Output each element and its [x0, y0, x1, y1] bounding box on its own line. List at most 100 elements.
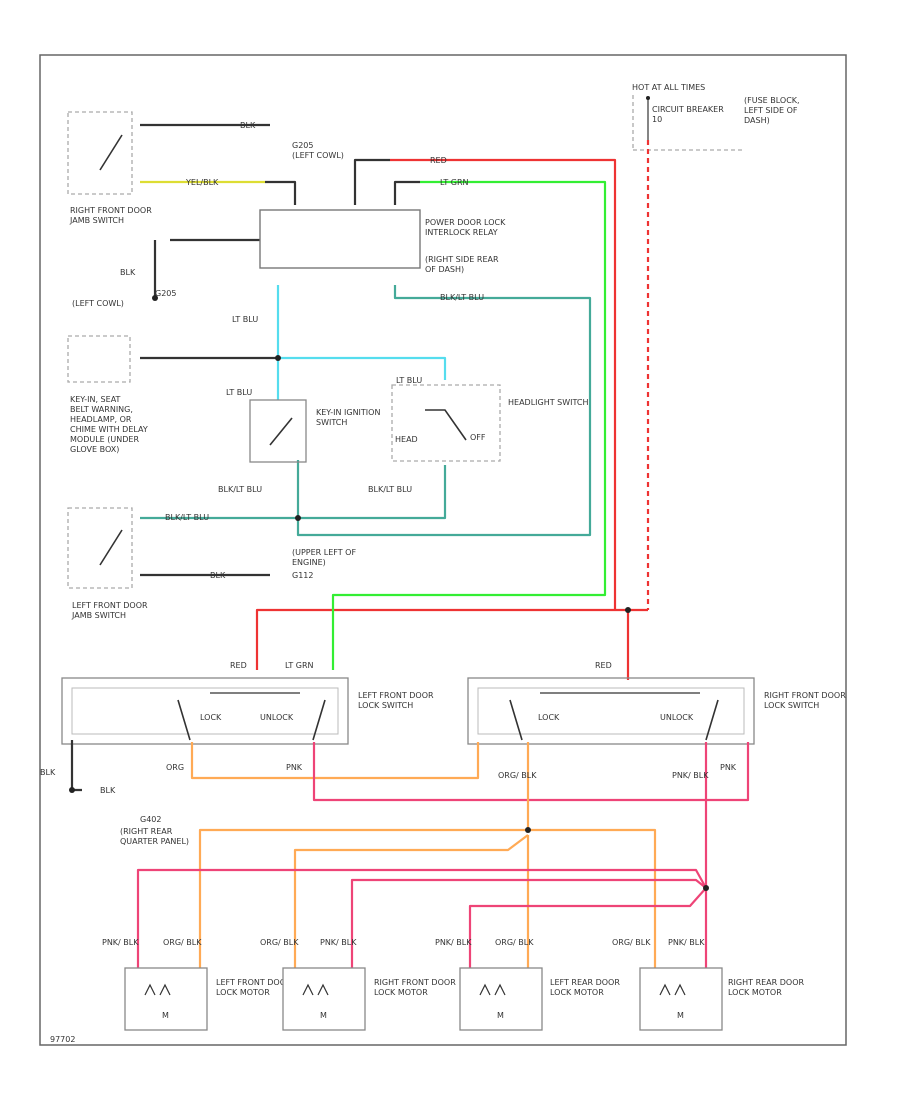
g205-label: G205: [155, 289, 176, 298]
lt-blu-label-2: LT BLU: [226, 388, 252, 397]
pnk-label-lf: PNK: [286, 763, 303, 772]
lr-motor-org-blk: ORG/ BLK: [495, 938, 534, 947]
rf-jamb-switch: [67, 111, 133, 195]
pnk-blk-to-lr-motor: [468, 887, 707, 970]
blk-lt-blu-label-top: BLK/LT BLU: [440, 293, 484, 302]
blk-lt-blu-label-3: BLK/LT BLU: [368, 485, 412, 494]
blk-label-lf-ground: BLK: [40, 768, 56, 777]
org-blk-to-rf-motor: [293, 834, 529, 970]
org-label-lf: ORG: [166, 763, 184, 772]
lf-jamb-switch: [67, 507, 133, 589]
red-label-lf: RED: [230, 661, 247, 670]
interlock-relay: [259, 209, 421, 269]
rf-motor-pnk-blk: PNK/ BLK: [320, 938, 357, 947]
blk-label-g205: BLK: [120, 268, 136, 277]
org-wire-switches: [190, 742, 480, 780]
lf-door-lock-switch: [61, 677, 349, 745]
g112-label: G112: [292, 571, 313, 580]
g205-loc-label: (LEFT COWL): [72, 299, 124, 308]
unlock-label-rf: UNLOCK: [660, 713, 694, 722]
lt-blu-label-3: LT BLU: [396, 376, 422, 385]
head-label: HEAD: [395, 435, 418, 444]
headlight-switch-label: HEADLIGHT SWITCH: [508, 398, 589, 407]
pnk-wire-switches: [312, 742, 750, 802]
unlock-label-lf: UNLOCK: [260, 713, 294, 722]
headlight-switch-blade: [425, 409, 467, 441]
headlight-switch: [391, 384, 501, 462]
blk-lt-blu-label-4: BLK/LT BLU: [165, 513, 209, 522]
lock-label-rf: LOCK: [538, 713, 560, 722]
blk-lt-blu-label-2: BLK/LT BLU: [218, 485, 262, 494]
lf-switch-blades: [177, 699, 326, 741]
pnk-blk-to-lf-motor: [136, 868, 707, 970]
lr-motor-m: M: [497, 1011, 504, 1020]
org-blk-bus-top: [198, 742, 530, 970]
rr-motor-m: M: [677, 1011, 684, 1020]
blk-lt-blu-wire-2: [140, 465, 447, 520]
lf-motor-pnk-blk: PNK/ BLK: [102, 938, 139, 947]
corner-code: 97702: [50, 1035, 75, 1044]
lt-grn-label-lf: LT GRN: [285, 661, 314, 670]
blk-lt-blu-wire: [296, 285, 592, 537]
red-wire-switches: [255, 608, 648, 680]
blk-label-top: BLK: [240, 121, 256, 130]
key-in-ignition-switch: [249, 399, 307, 463]
lt-grn-label-top: LT GRN: [440, 178, 469, 187]
pnk-blk-label-rf: PNK/ BLK: [672, 771, 709, 780]
red-wire-relay: [390, 158, 617, 610]
blk-label-g112: BLK: [210, 571, 226, 580]
lt-blu-wire-2: [278, 356, 447, 380]
blk-label-lf-ground-2: BLK: [100, 786, 116, 795]
org-blk-label-rf: ORG/ BLK: [498, 771, 537, 780]
g205-loc-top: (LEFT COWL): [292, 151, 344, 160]
lt-blu-label: LT BLU: [232, 315, 258, 324]
lt-grn-wire: [331, 180, 607, 670]
relay-pin-wire-2: [393, 180, 420, 205]
lf-switch-ground-wire: [70, 740, 82, 792]
yel-blk-label: YEL/BLK: [185, 178, 219, 187]
lf-jamb-switch-blade: [99, 529, 123, 566]
red-label-rf: RED: [595, 661, 612, 670]
red-label-top: RED: [430, 156, 447, 165]
relay-pin-wire-3: [265, 180, 297, 205]
g205-label-top: G205: [292, 141, 313, 150]
g402-label: G402: [140, 815, 161, 824]
hot-at-all-times-label: HOT AT ALL TIMES: [632, 83, 705, 92]
rf-motor-org-blk: ORG/ BLK: [260, 938, 299, 947]
rf-motor-m: M: [320, 1011, 327, 1020]
key-in-switch-blade: [269, 417, 293, 446]
rr-motor-pnk-blk: PNK/ BLK: [668, 938, 705, 947]
pnk-blk-to-rf-motor: [350, 878, 707, 970]
rr-motor-org-blk: ORG/ BLK: [612, 938, 651, 947]
rf-switch-blades: [509, 699, 719, 741]
rf-jamb-switch-blade: [99, 134, 123, 171]
lf-motor-org-blk: ORG/ BLK: [163, 938, 202, 947]
lf-motor-m: M: [162, 1011, 169, 1020]
relay-pin-wire: [353, 158, 390, 205]
rf-door-lock-switch: [467, 677, 755, 745]
warning-module: [67, 335, 131, 383]
org-blk-bus-right: [528, 828, 657, 970]
lock-label-lf: LOCK: [200, 713, 222, 722]
